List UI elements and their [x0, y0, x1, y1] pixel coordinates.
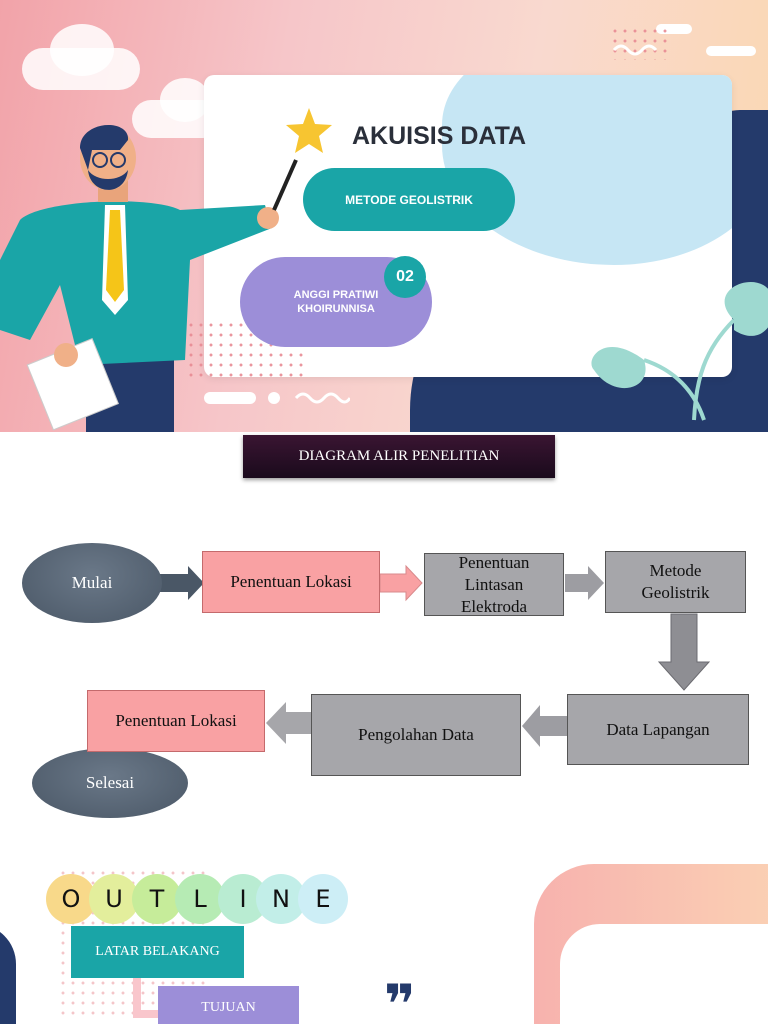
cloud-icon: [50, 24, 114, 76]
quote-icon: ❞: [384, 973, 416, 1024]
flowchart-header: DIAGRAM ALIR PENELITIAN: [243, 435, 555, 478]
wave-decoration: [294, 392, 350, 404]
teacher-illustration: [0, 125, 298, 432]
dot-pattern: [610, 26, 670, 60]
outline-letter: N: [256, 874, 306, 924]
electrode-node: Penentuan Lintasan Elektroda: [424, 553, 564, 616]
navy-shape: [0, 924, 16, 1024]
number-badge: 02: [384, 256, 426, 298]
arrow-left-icon: [522, 705, 568, 747]
white-shape: [560, 924, 768, 1024]
arrow-right-icon: [565, 566, 604, 600]
arrow-right-icon: [379, 564, 423, 602]
method-node: Metode Geolistrik: [605, 551, 746, 613]
outline-letter: U: [89, 874, 139, 924]
location-node: Penentuan Lokasi: [202, 551, 380, 613]
decorative-bar: [656, 24, 692, 34]
wave-decoration: [612, 44, 658, 56]
method-pill: METODE GEOLISTRIK: [303, 168, 515, 231]
outline-item-tujuan: TUJUAN: [158, 986, 299, 1024]
decorative-bar: [268, 392, 280, 404]
arrow-left-icon: [266, 702, 312, 744]
start-node: Mulai: [22, 543, 162, 623]
arrow-right-icon: [160, 566, 204, 600]
outline-letter: E: [298, 874, 348, 924]
processing-node: Pengolahan Data: [311, 694, 521, 776]
outline-letter: O: [46, 874, 96, 924]
outline-slide: O U T L I N E LATAR BELAKANG TUJUAN ❞: [0, 864, 768, 1024]
arrow-down-icon: [657, 613, 711, 691]
monstera-leaf-icon: [591, 282, 768, 421]
decorative-bar: [706, 46, 756, 56]
connector-line: [133, 976, 141, 1016]
cloud-icon: [160, 78, 210, 122]
location-node-2: Penentuan Lokasi: [87, 690, 265, 752]
outline-letter: L: [175, 874, 225, 924]
connector-line: [133, 1010, 163, 1018]
outline-item-latar-belakang: LATAR BELAKANG: [71, 926, 244, 978]
title-slide: AKUISIS DATA METODE GEOLISTRIK ANGGI PRA…: [0, 0, 768, 432]
field-data-node: Data Lapangan: [567, 694, 749, 765]
flowchart-slide: DIAGRAM ALIR PENELITIAN Mulai Penentuan …: [0, 432, 768, 864]
flow-arrows: [160, 564, 711, 747]
decorative-bar: [204, 392, 256, 404]
end-node: Selesai: [32, 748, 188, 818]
star-icon: [286, 108, 332, 153]
outline-letter: T: [132, 874, 182, 924]
slide-title: AKUISIS DATA: [352, 122, 527, 150]
